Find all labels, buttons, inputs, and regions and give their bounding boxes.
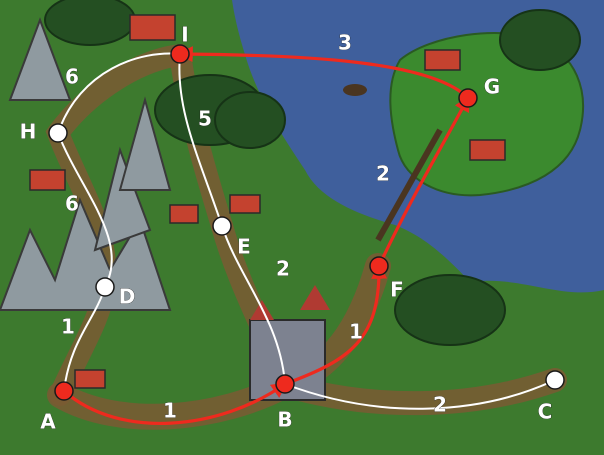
node-label-a: A <box>40 410 56 434</box>
edge-a-d <box>59 285 108 393</box>
forest-northeast <box>214 91 286 149</box>
house-roof-island-2 <box>469 139 506 161</box>
boat <box>343 84 367 96</box>
mountain-peak-north <box>118 96 172 191</box>
edge-weight-a-b: 1 <box>163 399 177 423</box>
edge-weight-h-d: 6 <box>65 192 79 216</box>
node-label-d: D <box>119 285 136 309</box>
edge-b-c <box>283 378 557 410</box>
node-label-i: I <box>181 23 188 47</box>
house-roof-center-2 <box>229 194 261 214</box>
edge-weight-a-d: 1 <box>61 315 75 339</box>
edge-weight-b-c: 2 <box>433 393 447 417</box>
edge-weight-h-i: 6 <box>65 65 79 89</box>
node-label-b: B <box>277 408 292 432</box>
forest-northwest <box>44 0 136 46</box>
route-weights: 1 1 2 3 1 2 2 5 6 6 <box>61 30 448 423</box>
route-edges <box>55 46 557 425</box>
edge-weight-f-g: 2 <box>376 162 390 186</box>
castle-roof-right <box>300 285 330 310</box>
node-a[interactable] <box>54 381 74 401</box>
forest-island <box>499 9 581 71</box>
node-e[interactable] <box>212 216 232 236</box>
edge-weight-b-e: 2 <box>276 257 290 281</box>
node-f[interactable] <box>369 256 389 276</box>
house-roof-north <box>129 14 176 41</box>
route-nodes: A B C D E F G H I <box>19 22 565 434</box>
node-i[interactable] <box>170 44 190 64</box>
house-roof-center-1 <box>169 204 199 224</box>
edge-a-b <box>62 382 288 425</box>
edge-weight-g-i: 3 <box>338 31 352 55</box>
node-c[interactable] <box>545 370 565 390</box>
node-label-c: C <box>538 400 553 424</box>
house-roof-southwest <box>74 369 106 389</box>
edge-g-i <box>176 46 470 100</box>
house-roof-island-1 <box>424 49 461 71</box>
edge-f-g <box>377 95 470 268</box>
edge-h-d <box>56 131 114 289</box>
node-h[interactable] <box>48 123 68 143</box>
edge-weight-b-f: 1 <box>349 320 363 344</box>
bridge <box>375 128 443 242</box>
node-g[interactable] <box>458 88 478 108</box>
node-label-g: G <box>484 75 500 99</box>
house-roof-west <box>29 169 66 191</box>
forest-east <box>394 274 506 346</box>
node-d[interactable] <box>95 277 115 297</box>
edge-b-f <box>283 262 388 386</box>
node-label-e: E <box>237 235 251 259</box>
node-label-h: H <box>20 120 37 144</box>
mountain-peak-northwest <box>8 17 72 101</box>
edge-b-e <box>219 224 290 386</box>
node-b[interactable] <box>275 374 295 394</box>
edge-h-i <box>55 48 182 135</box>
edge-weight-e-i: 5 <box>198 107 212 131</box>
node-label-f: F <box>390 278 404 302</box>
